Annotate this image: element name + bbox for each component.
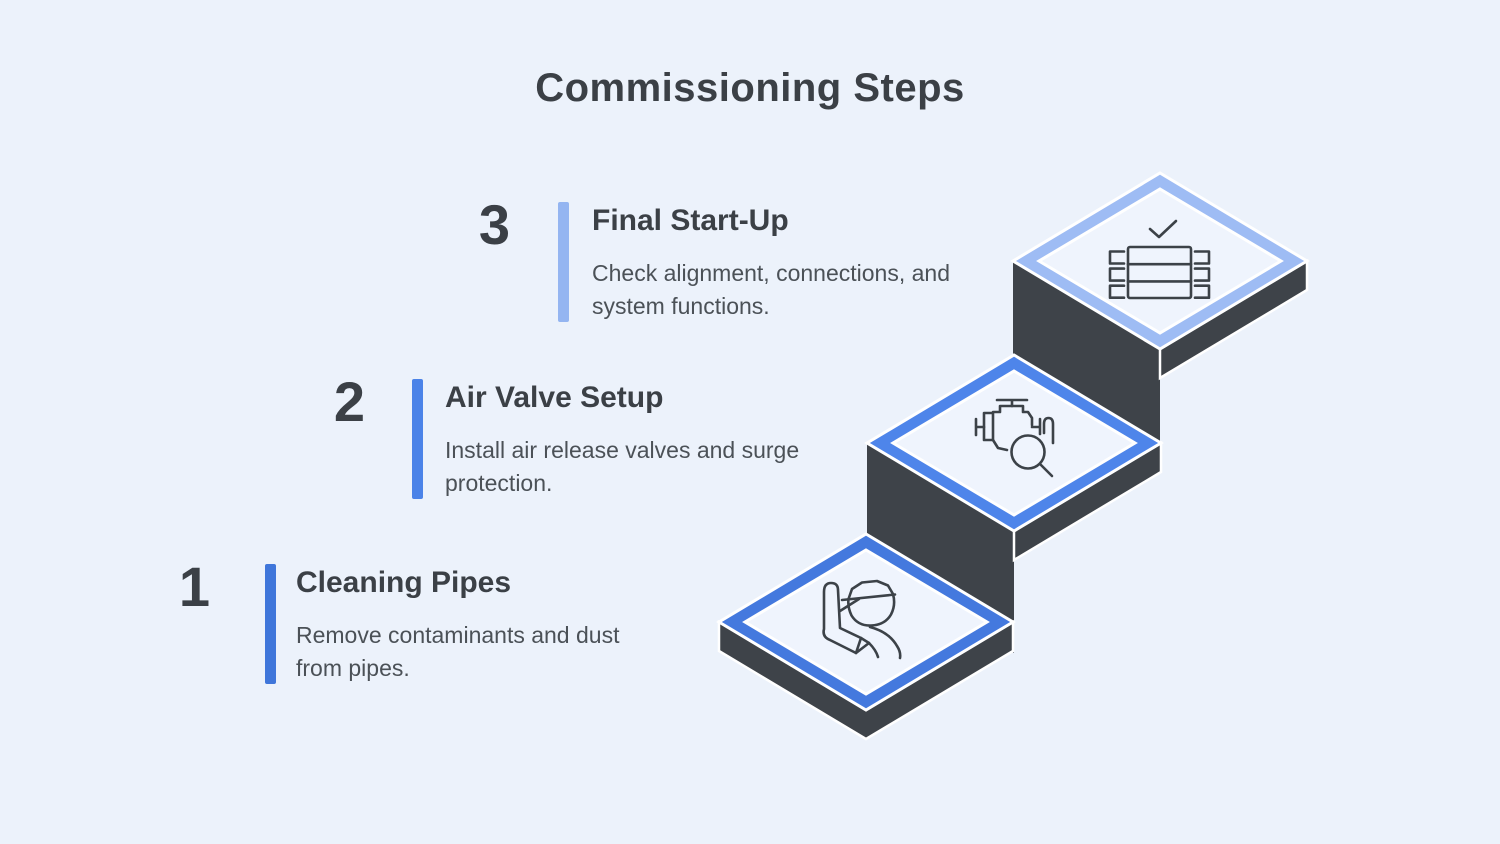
worker-glove-fold xyxy=(854,636,863,655)
step-number: 1 xyxy=(178,555,210,618)
worker-shoulder xyxy=(868,625,902,660)
step-title: Air Valve Setup xyxy=(445,381,664,414)
step-description: Check alignment, connections, and system… xyxy=(592,260,950,319)
engine-right-fitting xyxy=(1030,417,1042,436)
machine-body xyxy=(1126,245,1193,300)
page-title: Commissioning Steps xyxy=(535,66,965,110)
step-title: Cleaning Pipes xyxy=(296,566,512,599)
magnifier-lens xyxy=(1010,434,1046,470)
engine-top xyxy=(991,404,1034,427)
step-1-accent-bar xyxy=(265,564,276,684)
engine-pipe xyxy=(1042,416,1055,445)
check-mark xyxy=(1148,219,1178,239)
worker-head xyxy=(847,579,896,627)
step-title: Final Start-Up xyxy=(592,204,789,237)
helmet-brim xyxy=(840,593,897,602)
worker-chest-line xyxy=(867,641,880,659)
worker-arm xyxy=(822,581,871,655)
step-3-diamond-inner xyxy=(1036,187,1284,335)
engine-bottom xyxy=(991,438,1009,452)
step-2-accent-bar xyxy=(412,379,423,499)
step-3-riser-face xyxy=(1013,261,1160,471)
engine-inspection-icon xyxy=(974,398,1055,478)
machine-left-fittings xyxy=(1108,250,1126,299)
machine-slats xyxy=(1126,262,1193,283)
step-number: 3 xyxy=(478,193,510,256)
step-description: Install air release valves and surge pro… xyxy=(445,437,800,496)
step-number: 2 xyxy=(333,370,365,433)
step-1-diamond-inner xyxy=(742,548,990,696)
step-3-accent-bar xyxy=(558,202,569,322)
machine-right-fittings xyxy=(1193,250,1211,299)
machine-check-icon xyxy=(1108,219,1211,300)
worker-cleaning-icon xyxy=(822,579,902,660)
engine-left-fitting xyxy=(974,417,986,437)
magnifier-handle xyxy=(1038,462,1054,478)
step-description: Remove contaminants and dust from pipes. xyxy=(296,622,620,681)
